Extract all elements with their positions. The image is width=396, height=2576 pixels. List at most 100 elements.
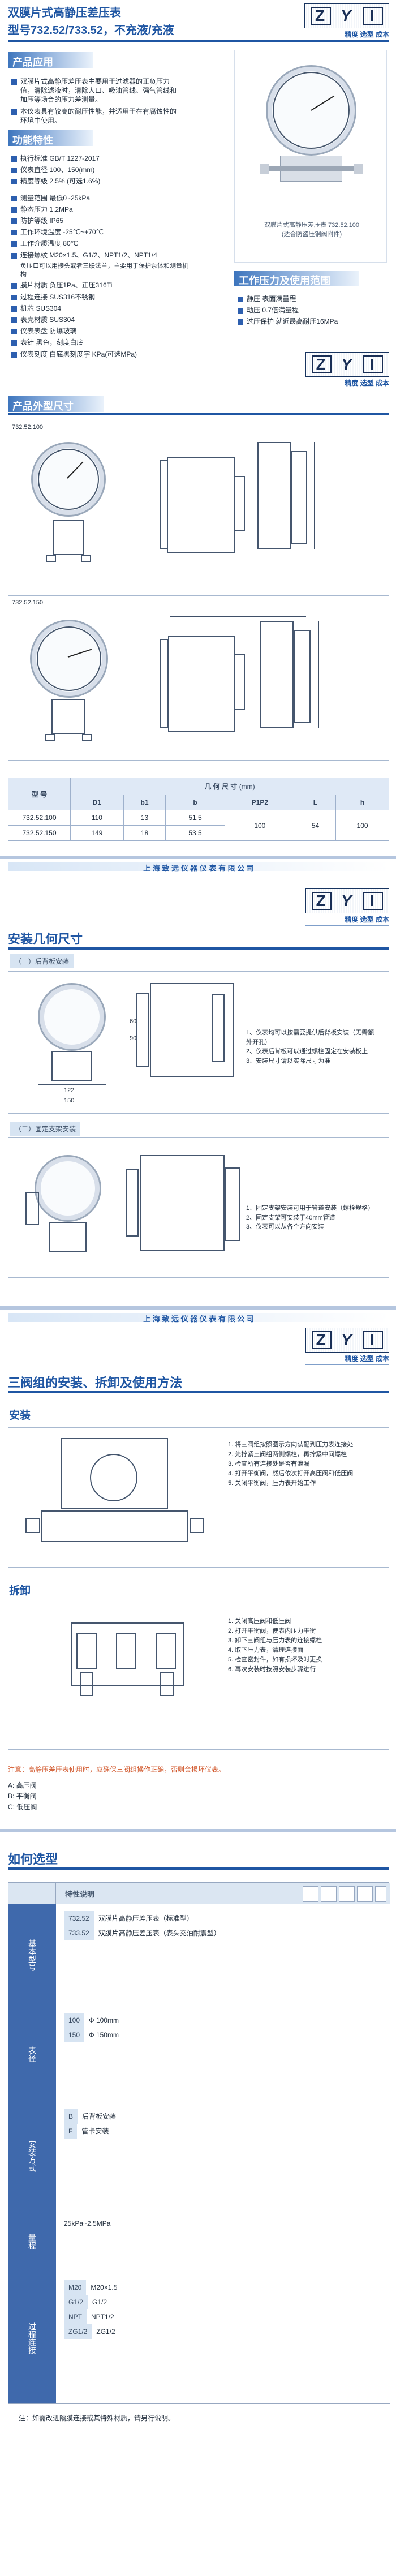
- dimensions-divider: [8, 413, 389, 415]
- selection-option-code: B: [64, 2109, 78, 2124]
- selection-option-desc: ZG1/2: [96, 2328, 115, 2335]
- table-cell-model: 732.52.100: [8, 810, 71, 826]
- brand-letter-i: I: [363, 355, 383, 373]
- selection-option-desc: Φ 150mm: [89, 2031, 119, 2039]
- table-cell: 100: [335, 810, 389, 841]
- dimension-drawing-150: 732.52.150: [8, 595, 389, 761]
- selection-code-box-2: [321, 1886, 337, 1902]
- install-notes-2: 1、固定支架安装可用于管道安装（螺栓规格） 2、固定支架可安装于40mm管道 3…: [246, 1204, 376, 1232]
- remove-step: 4. 取下压力表，清理连接面: [228, 1647, 304, 1654]
- brand-tagline-4: 精度 选型 成本: [305, 1354, 389, 1365]
- bullet-icon: [11, 241, 17, 247]
- function-item-note: 负压口可以用接头或者三联法兰，主要用于保护泵体和测量机构: [11, 262, 192, 279]
- selection-divider: [8, 1867, 389, 1870]
- dimension-table-header-row: 型 号 几 何 尺 寸 (mm): [8, 778, 389, 810]
- selection-option-desc: Φ 100mm: [89, 2016, 119, 2024]
- function-text: 膜片材质 负压1Pa、正压316Ti: [20, 281, 113, 290]
- work-condition-list: 静压 表面满量程 动压 0.7倍满量程 过压保护 就近最高耐压16MPa: [238, 292, 385, 329]
- selection-option-code: 100: [64, 2013, 85, 2028]
- brand-letter-z: Z: [312, 892, 332, 910]
- page-break-2: [0, 1306, 396, 1310]
- brand-letter-y: Y: [341, 892, 354, 909]
- function-item: 膜片材质 负压1Pa、正压316Ti: [11, 281, 192, 290]
- valve-legend: A: 高压阀 B: 平衡阀 C: 低压阀: [8, 1780, 389, 1813]
- selection-code-box-1: [303, 1886, 318, 1902]
- work-condition-text: 过压保护 就近最高耐压16MPa: [247, 317, 338, 326]
- gauge-drawing-fitting-left-150: [45, 734, 55, 741]
- function-text: 静态压力 1.2MPa: [20, 205, 73, 213]
- valve-gauge-housing: [61, 1438, 168, 1509]
- side-view-flange-150: [160, 639, 168, 728]
- valve-install-drawing: 1. 将三阀组按照图示方向装配到压力表连接处 2. 先拧紧三阀组两侧螺栓，再拧紧…: [8, 1427, 389, 1568]
- install-notes-1: 1、仪表均可以按需要提供后背板安装（无需额外开孔） 2、仪表后背板可以通过螺栓固…: [246, 1028, 376, 1066]
- function-text: 防护等级 IP65: [20, 216, 64, 225]
- gauge-drawing-ring-150: [37, 626, 101, 691]
- function-text: 测量范围 最低0~25kPa: [20, 194, 91, 202]
- remove-step: 2. 打开平衡阀，使表内压力平衡: [228, 1628, 316, 1635]
- function-text: 表针 黑色，刻度白底: [20, 338, 84, 347]
- install-note: 3、仪表可以从各个方向安装: [246, 1223, 325, 1230]
- install-note: 1、固定支架安装可用于管道安装（螺栓规格）: [246, 1205, 375, 1212]
- dimension-line-right-150: [318, 621, 319, 728]
- bullet-icon: [11, 207, 17, 213]
- remove-port-c: [160, 1672, 174, 1696]
- side-view-frame-150: [168, 636, 235, 732]
- function-text: 机芯 SUS304: [20, 304, 62, 312]
- brand-letter-i: I: [363, 1331, 383, 1349]
- selection-option-code: NPT: [64, 2309, 87, 2324]
- valve-install-steps: 1. 将三阀组按照图示方向装配到压力表连接处 2. 先拧紧三阀组两侧螺栓，再拧紧…: [228, 1440, 375, 1553]
- brand-letter-z: Z: [312, 355, 332, 373]
- work-condition-item: 过压保护 就近最高耐压16MPa: [238, 317, 385, 326]
- left-fitting: [260, 164, 269, 174]
- section-title-functions: 功能特性: [8, 130, 93, 146]
- bracket-gauge-body: [49, 1222, 87, 1252]
- product-photo-frame: 双膜片式高静压差压表 732.52.100 (适合防盗压钢阀附件): [234, 50, 387, 263]
- install-dim-d: 90: [130, 1035, 137, 1042]
- side-view-flange-100: [160, 460, 168, 549]
- install-dim-c: 60: [130, 1018, 137, 1025]
- valve-manifold-body: [41, 1510, 188, 1542]
- table-cell: 149: [70, 825, 124, 841]
- footer-stripe-1: [8, 862, 389, 871]
- remove-step: 5. 检查密封件，如有损坏及时更换: [228, 1656, 322, 1664]
- valve-install-title: 安装: [9, 1410, 31, 1422]
- install-side-view: [150, 983, 234, 1077]
- install-side-back: [212, 994, 225, 1062]
- valve-right-port: [190, 1518, 204, 1533]
- bullet-icon: [11, 283, 17, 289]
- function-item: 防护等级 IP65: [11, 216, 192, 225]
- valve-legend-item: A: 高压阀: [8, 1781, 37, 1789]
- brand-logo-4: Z Y I: [305, 1328, 389, 1353]
- install-subtitle-back-panel: （一）后背板安装: [10, 954, 74, 968]
- side-view-back-100: [234, 476, 245, 531]
- function-text: 连接螺纹 M20×1.5、G1/2、NPT1/2、NPT1/4: [20, 251, 157, 259]
- bullet-icon: [11, 230, 17, 236]
- function-item: 过程连接 SUS316不锈钢: [11, 293, 192, 302]
- dimension-drawing-100: 732.52.100: [8, 420, 389, 586]
- right-fitting: [354, 164, 363, 174]
- table-cell: 100: [224, 810, 295, 841]
- table-cell: 13: [123, 810, 166, 826]
- selection-option-desc: M20×1.5: [91, 2283, 118, 2291]
- section-title-work-conditions: 工作压力及使用范围: [234, 271, 359, 286]
- remove-step: 6. 再次安装时按照安装步骤进行: [228, 1666, 316, 1673]
- install-drawing-bracket: 1、固定支架安装可用于管道安装（螺栓规格） 2、固定支架可安装于40mm管道 3…: [8, 1137, 389, 1278]
- dimension-line-top-150: [170, 616, 306, 617]
- bracket-side-view: [140, 1155, 225, 1251]
- selection-option-code: 732.52: [64, 1911, 94, 1926]
- install-note: 2、固定支架可安装于40mm管道: [246, 1214, 335, 1221]
- dimension-table: 型 号 几 何 尺 寸 (mm) D1 b1 b P1P2 L h 732.52…: [8, 778, 389, 841]
- function-text: 表壳材质 SUS304: [20, 315, 75, 324]
- selection-option-code: F: [64, 2124, 78, 2139]
- selection-note-box: 注：如需改进隔膜连接或其特殊材质，请另行说明。: [8, 2403, 390, 2477]
- footer-stripe-2: [8, 1313, 389, 1322]
- table-cell: 53.5: [165, 825, 225, 841]
- function-item: 仪表直径 100、150(mm): [11, 165, 192, 174]
- company-name-1: 上 海 致 远 仪 器 仪 表 有 限 公 司: [143, 864, 254, 873]
- install-drawing-back-panel: 122 150 60 90 1、仪表均可以按需要提供后背板安装（无需额外开孔） …: [8, 971, 389, 1114]
- function-text: 仪表表盘 防爆玻璃: [20, 327, 77, 336]
